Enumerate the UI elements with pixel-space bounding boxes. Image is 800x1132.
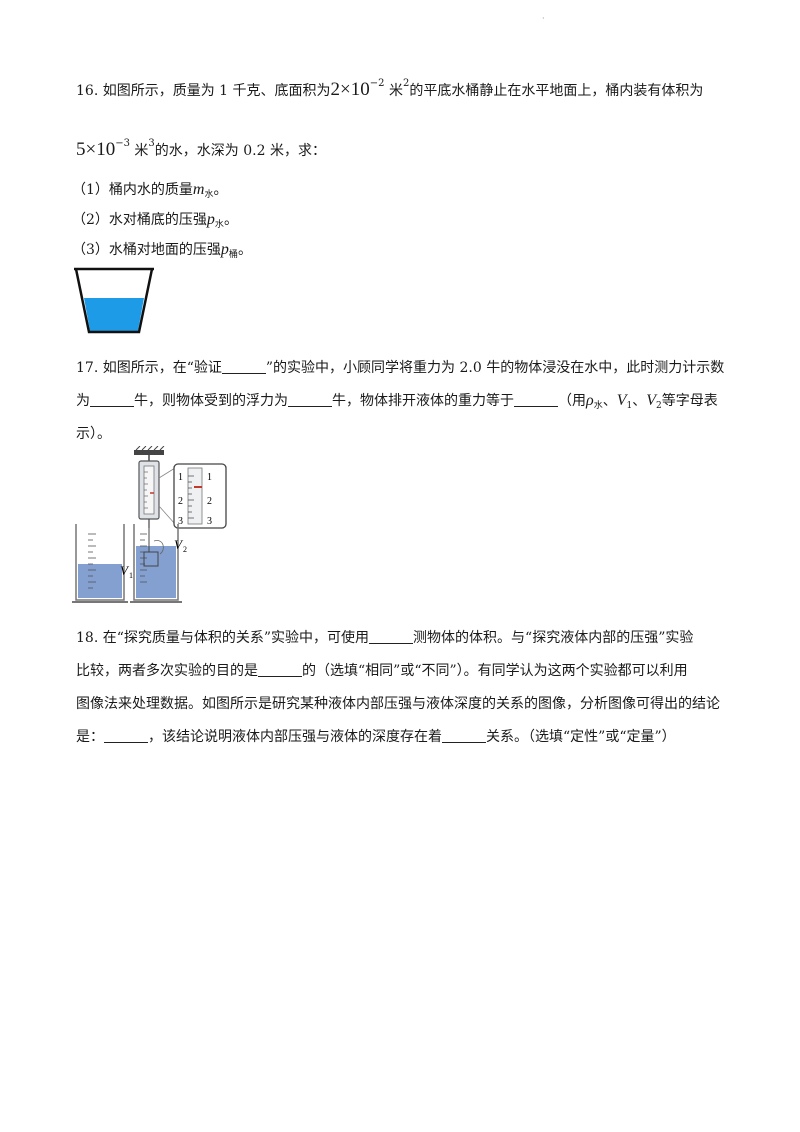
zoom-tick-label-left-3: 3 xyxy=(178,516,183,527)
q17-text-2c: 牛，物体排开液体的重力等于 xyxy=(332,393,514,409)
q17-symbol-rho: ρ xyxy=(586,392,594,409)
q16-part-3-text: （3）水桶对地面的压强 xyxy=(72,242,221,258)
q16-part-1-text: （1）桶内水的质量 xyxy=(72,182,193,198)
q17-blank-2[interactable] xyxy=(90,392,134,407)
q16-sub-water: 水 xyxy=(204,190,214,200)
left-cylinder-grad xyxy=(88,533,96,589)
q16-symbol-p-bucket: p xyxy=(220,241,229,258)
q18-text-1b: 测物体的体积。与“探究液体内部的压强”实验 xyxy=(413,630,694,646)
zoom-line-bottom xyxy=(158,505,176,525)
q17-symbol-v1: V xyxy=(616,392,627,409)
zoom-tick-label-right-2: 2 xyxy=(207,496,212,507)
q17-text-2b: 牛，则物体受到的浮力为 xyxy=(134,393,288,409)
q16-symbol-m: m xyxy=(192,181,205,198)
scale-ticks xyxy=(144,471,148,509)
q16-part-2-text: （2）水对桶底的压强 xyxy=(72,212,207,228)
q18-blank-2[interactable] xyxy=(258,662,302,677)
q16-cube: 3 xyxy=(148,138,155,149)
q17-text-1b: ”的实验中，小顾同学将重力为 2.0 牛的物体浸没在水中，此时测力计示数 xyxy=(265,360,725,376)
bucket-wall xyxy=(74,268,154,334)
right-cylinder-wall xyxy=(133,524,179,601)
q16-sq: 2 xyxy=(402,78,410,89)
q16-part-3: （3）水桶对地面的压强p桶。 xyxy=(72,240,252,265)
q17-text-2a: 为 xyxy=(76,393,90,409)
q16-sub-bucket: 桶 xyxy=(228,250,238,260)
zoom-tick-label-left-1: 1 xyxy=(178,472,183,483)
q17-text-1a: 如图所示，在“验证 xyxy=(102,360,222,376)
left-cylinder-wall xyxy=(75,524,125,601)
q16-end-1: 。 xyxy=(213,182,228,198)
corner-mark: · xyxy=(542,14,545,23)
label-v1: V xyxy=(120,563,130,578)
q16-part-2: （2）水对桶底的压强p水。 xyxy=(72,210,238,235)
q18-line-4: 是： ，该结论说明液体内部压强与液体的深度存在着 关系。（选填“定性”或“定量”） xyxy=(76,727,676,747)
q17-blank-3[interactable] xyxy=(288,392,332,407)
q17-line-3: 示）。 xyxy=(76,424,111,444)
q17-text-3: 示）。 xyxy=(76,426,111,442)
bucket-water xyxy=(84,298,144,331)
label-v2: V xyxy=(174,537,184,552)
zoom-tick-label-right-3: 3 xyxy=(207,516,212,527)
q16-unit-m2: 米 xyxy=(134,143,149,159)
q17-blank-4[interactable] xyxy=(514,392,558,407)
q17-v1-sub: 1 xyxy=(626,401,633,411)
q16-unit-m: 米 xyxy=(388,83,403,99)
q16-sub-water-2: 水 xyxy=(214,220,224,230)
q16-intro-b: 的平底水桶静止在水平地面上，桶内装有体积为 xyxy=(409,83,704,99)
q16-line-2: 5×10−3 米3的水，水深为 0.2 米，求： xyxy=(76,134,326,161)
q18-line-1: 18. 在“探究质量与体积的关系”实验中，可使用 测物体的体积。与“探究液体内部的… xyxy=(76,628,693,648)
q16-area-mantissa: 2×10 xyxy=(330,79,370,100)
q18-text-1a: 在“探究质量与体积的关系”实验中，可使用 xyxy=(102,630,370,646)
q18-line-2: 比较，两者多次实验的目的是 的（选填“相同”或“不同”）。有同学认为这两个实验都可… xyxy=(76,661,688,681)
submerged-object xyxy=(143,551,159,567)
q18-text-2b: 的（选填“相同”或“不同”）。有同学认为这两个实验都可以利用 xyxy=(302,663,688,679)
q16-vol-mantissa: 5×10 xyxy=(76,139,116,160)
q17-number: 17. xyxy=(76,360,99,376)
object-hook-curve xyxy=(153,540,164,555)
q16-end-3: 。 xyxy=(237,242,252,258)
q18-text-4a: 是： xyxy=(76,729,104,745)
bucket-figure xyxy=(74,267,154,334)
q17-blank-1[interactable] xyxy=(221,359,266,374)
support-hatch xyxy=(135,446,165,451)
support-bar xyxy=(134,450,164,455)
q16-part-1: （1）桶内水的质量m水。 xyxy=(72,180,228,205)
q17-line-1: 17. 如图所示，在“验证 ”的实验中，小顾同学将重力为 2.0 牛的物体浸没在水… xyxy=(76,358,724,378)
zoom-tick-label-left-2: 2 xyxy=(178,496,183,507)
q18-blank-3[interactable] xyxy=(104,728,148,743)
q16-line-1: 16. 如图所示，质量为 1 千克、底面积为2×10−2 米2的平底水桶静止在水… xyxy=(76,74,703,101)
zoom-tick-label-right-1: 1 xyxy=(207,472,212,483)
label-v1-sub: 1 xyxy=(129,571,133,580)
q16-number: 16. xyxy=(76,83,99,99)
q16-vol-exp: −3 xyxy=(115,138,130,149)
q17-line-2: 为牛，则物体受到的浮力为牛，物体排开液体的重力等于（用ρ水、V1、V2等字母表 xyxy=(76,391,718,416)
right-cylinder-water xyxy=(136,546,176,598)
q16-area-exp: −2 xyxy=(369,78,385,89)
q18-number: 18. xyxy=(76,630,99,646)
q16-intro-a: 如图所示，质量为 1 千克、底面积为 xyxy=(102,83,331,99)
label-v2-sub: 2 xyxy=(183,545,187,554)
q18-blank-4[interactable] xyxy=(442,728,486,743)
left-cylinder-water xyxy=(78,564,122,598)
q18-line-3: 图像法来处理数据。如图所示是研究某种液体内部压强与液体深度的关系的图像，分析图像… xyxy=(76,694,720,714)
q17-symbol-v2: V xyxy=(646,392,656,409)
spring-scale-figure: 1 2 3 1 2 3 V 1 V 2 xyxy=(72,446,227,603)
q16-intro-c: 的水，水深为 0.2 米，求： xyxy=(154,143,326,159)
q17-v2-sub: 2 xyxy=(656,401,662,411)
q17-text-2e: 等字母表 xyxy=(661,393,718,409)
q17-rho-sub: 水 xyxy=(593,401,603,411)
zoom-ticks xyxy=(188,475,194,519)
q16-symbol-p-water: p xyxy=(206,211,215,228)
q17-sep-2: 、 xyxy=(632,393,647,409)
q18-text-3: 图像法来处理数据。如图所示是研究某种液体内部压强与液体深度的关系的图像，分析图像… xyxy=(76,696,720,712)
zoom-line-top xyxy=(158,467,176,479)
q18-text-2a: 比较，两者多次实验的目的是 xyxy=(76,663,258,679)
q18-text-4c: 关系。（选填“定性”或“定量”） xyxy=(486,729,676,745)
q18-text-4b: ，该结论说明液体内部压强与液体的深度存在着 xyxy=(148,729,442,745)
q18-blank-1[interactable] xyxy=(369,629,414,644)
q16-end-2: 。 xyxy=(223,212,238,228)
q17-text-2d: （用 xyxy=(558,393,586,409)
q17-sep-1: 、 xyxy=(602,393,617,409)
